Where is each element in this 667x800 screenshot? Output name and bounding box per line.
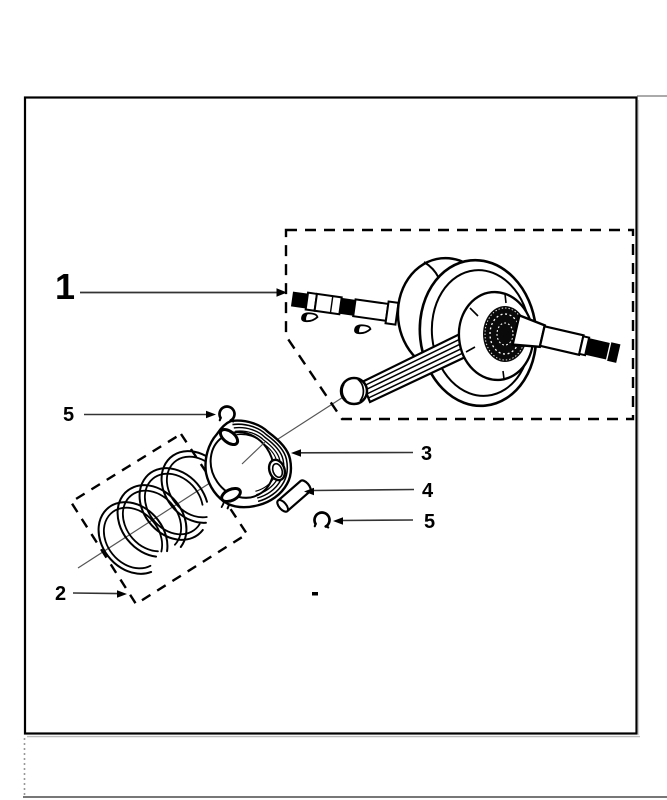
callout-2-arrowhead-icon <box>117 590 127 598</box>
piston-skirt-cutout <box>220 486 242 504</box>
piston-skirt-cutout <box>218 427 240 447</box>
callout-4-arrowhead-icon <box>304 487 314 496</box>
piston-pin-hole <box>267 458 287 482</box>
callout-1-label[interactable]: 1 <box>55 266 75 307</box>
callout-4-label[interactable]: 4 <box>422 480 434 502</box>
callout-3[interactable]: 3 <box>291 443 432 465</box>
callout-5-top[interactable]: 5 <box>63 404 216 426</box>
callout-5-top-arrowhead-icon <box>206 410 216 419</box>
callout-5-top-label[interactable]: 5 <box>63 404 74 426</box>
crankshaft-dashed-box <box>284 228 635 421</box>
callout-4-leader <box>312 488 415 492</box>
crankshaft-left-shaft <box>290 291 400 326</box>
callout-4[interactable]: 4 <box>304 480 434 502</box>
crankshaft-right-shaft <box>511 313 621 363</box>
callout-5-bottom[interactable]: 5 <box>333 511 435 533</box>
rod-small-end <box>339 376 369 406</box>
callout-5-bottom-arrowhead-icon <box>333 517 343 525</box>
callout-2-label[interactable]: 2 <box>55 583 66 605</box>
callout-3-arrowhead-icon <box>291 449 301 457</box>
callout-2[interactable]: 2 <box>55 583 127 605</box>
stray-mark <box>312 592 318 596</box>
piston <box>204 419 293 509</box>
callout-2-leader <box>72 592 119 595</box>
page-frame <box>23 95 667 738</box>
table-section-top <box>23 738 667 798</box>
callout-5-bottom-leader <box>341 519 414 522</box>
callout-1-arrowhead-icon <box>276 288 287 297</box>
crankshaft-assembly <box>290 256 621 408</box>
callout-5-bottom-label[interactable]: 5 <box>424 511 435 533</box>
callout-3-label[interactable]: 3 <box>421 443 432 465</box>
axis-line-over-piston <box>241 441 266 465</box>
frame-border <box>23 96 638 735</box>
callout-1[interactable]: 1 <box>55 266 287 307</box>
